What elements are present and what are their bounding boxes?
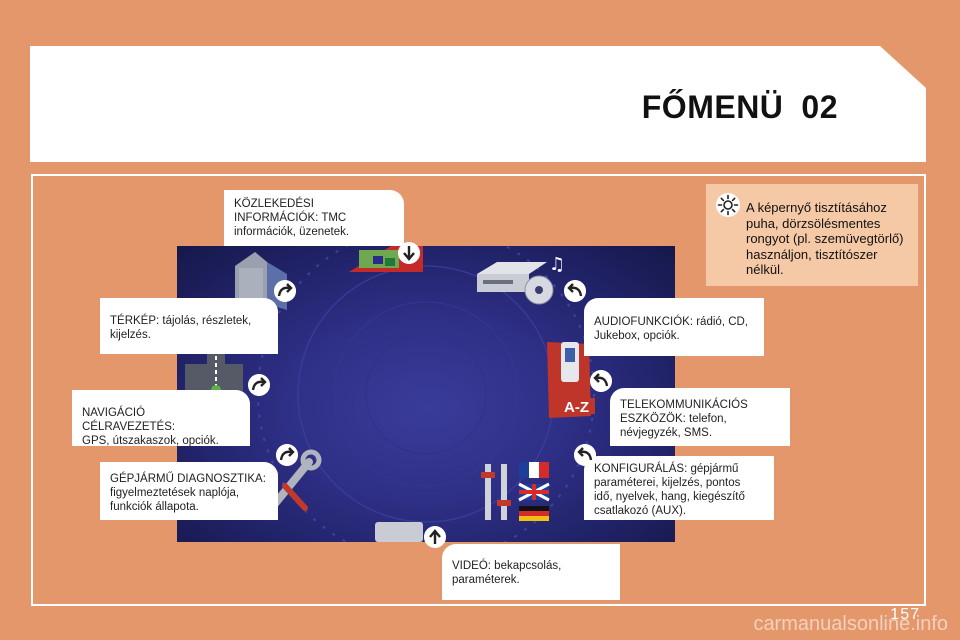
callout-line: TÉRKÉP: tájolás, részletek, xyxy=(110,315,252,327)
tip-line: nélkül. xyxy=(746,262,784,277)
arrow-up-icon xyxy=(424,526,446,548)
callout-line: TELEKOMMUNIKÁCIÓS xyxy=(620,399,748,411)
callout-line: NAVIGÁCIÓ CÉLRAVEZETÉS: xyxy=(82,407,176,433)
chapter-number: 02 xyxy=(801,89,838,125)
callout-line: AUDIOFUNKCIÓK: rádió, CD, xyxy=(594,316,748,328)
header-banner: FŐMENÜ 02 xyxy=(30,46,926,162)
callout-line: VIDEÓ: bekapcsolás, xyxy=(452,560,562,572)
settings-sliders-icon xyxy=(481,464,511,520)
arrow-down-icon xyxy=(398,242,420,264)
arrow-right-icon xyxy=(248,374,270,396)
callout-line: paraméterek. xyxy=(452,574,520,586)
content-frame xyxy=(31,174,926,606)
sun-icon xyxy=(716,193,740,217)
title-text: FŐMENÜ xyxy=(641,89,784,125)
callout-map: TÉRKÉP: tájolás, részletek, kijelzés. xyxy=(100,298,278,354)
arrow-right-icon xyxy=(276,444,298,466)
arrow-left-icon xyxy=(574,444,596,466)
callout-audio: AUDIOFUNKCIÓK: rádió, CD, Jukebox, opció… xyxy=(584,298,764,356)
arrow-left-icon xyxy=(564,280,586,302)
callout-line: idő, nyelvek, hang, kiegészítő xyxy=(594,491,745,503)
language-flags-icon xyxy=(518,462,550,521)
arrow-right-icon xyxy=(274,280,296,302)
az-label: A-Z xyxy=(564,399,589,416)
video-player-icon xyxy=(375,522,423,542)
callout-navigation: NAVIGÁCIÓ CÉLRAVEZETÉS: GPS, útszakaszok… xyxy=(72,390,250,447)
tip-line: rongyot (pl. szemüvegtörlő) xyxy=(746,231,904,246)
callout-traffic-info: KÖZLEKEDÉSI INFORMÁCIÓK: TMC információk… xyxy=(224,190,404,246)
road-junction-icon xyxy=(185,354,243,395)
callout-line: GÉPJÁRMŰ DIAGNOSZTIKA: xyxy=(110,473,266,485)
page-title: FŐMENÜ 02 xyxy=(642,89,838,126)
callout-line: ESZKÖZÖK: telefon, xyxy=(620,413,727,425)
tip-line: puha, dörzsölésmentes xyxy=(746,215,881,231)
callout-line: Jukebox, opciók. xyxy=(594,330,680,342)
address-book-icon: A-Z xyxy=(547,342,595,418)
callout-line: csatlakozó (AUX). xyxy=(594,505,687,517)
tip-line: használjon, tisztítószer xyxy=(746,246,878,262)
callout-line: KÖZLEKEDÉSI xyxy=(234,198,314,210)
svg-text:♫: ♫ xyxy=(549,254,565,275)
callout-diagnostics: GÉPJÁRMŰ DIAGNOSZTIKA: figyelmeztetések … xyxy=(100,462,278,520)
tip-text: A képernyő tisztításához puha, dörzsölés… xyxy=(746,200,916,278)
page-number: 157 xyxy=(890,606,920,623)
callout-line: INFORMÁCIÓK: TMC xyxy=(234,212,347,224)
watermark: carmanualsonline.info xyxy=(753,613,948,635)
arrow-left-icon xyxy=(590,370,612,392)
callout-line: KONFIGURÁLÁS: gépjármű xyxy=(594,463,739,475)
callout-line: paraméterei, kijelzés, pontos xyxy=(594,477,741,489)
callout-config: KONFIGURÁLÁS: gépjármű paraméterei, kije… xyxy=(584,456,774,520)
callout-line: névjegyzék, SMS. xyxy=(620,427,713,439)
cd-player-icon: ♫ xyxy=(477,254,565,305)
callout-line: funkciók állapota. xyxy=(110,501,199,513)
cleaning-tip-box: A képernyő tisztításához puha, dörzsölés… xyxy=(706,184,918,286)
callout-line: figyelmeztetések naplója, xyxy=(110,487,240,499)
callout-video: VIDEÓ: bekapcsolás, paraméterek. xyxy=(442,544,620,600)
callout-line: kijelzés. xyxy=(110,329,151,341)
tip-line: A képernyő tisztításához xyxy=(746,200,887,215)
callout-line: GPS, útszakaszok, opciók. xyxy=(82,435,219,447)
callout-line: információk, üzenetek. xyxy=(234,226,350,238)
callout-telecom: TELEKOMMUNIKÁCIÓS ESZKÖZÖK: telefon, név… xyxy=(610,388,790,446)
